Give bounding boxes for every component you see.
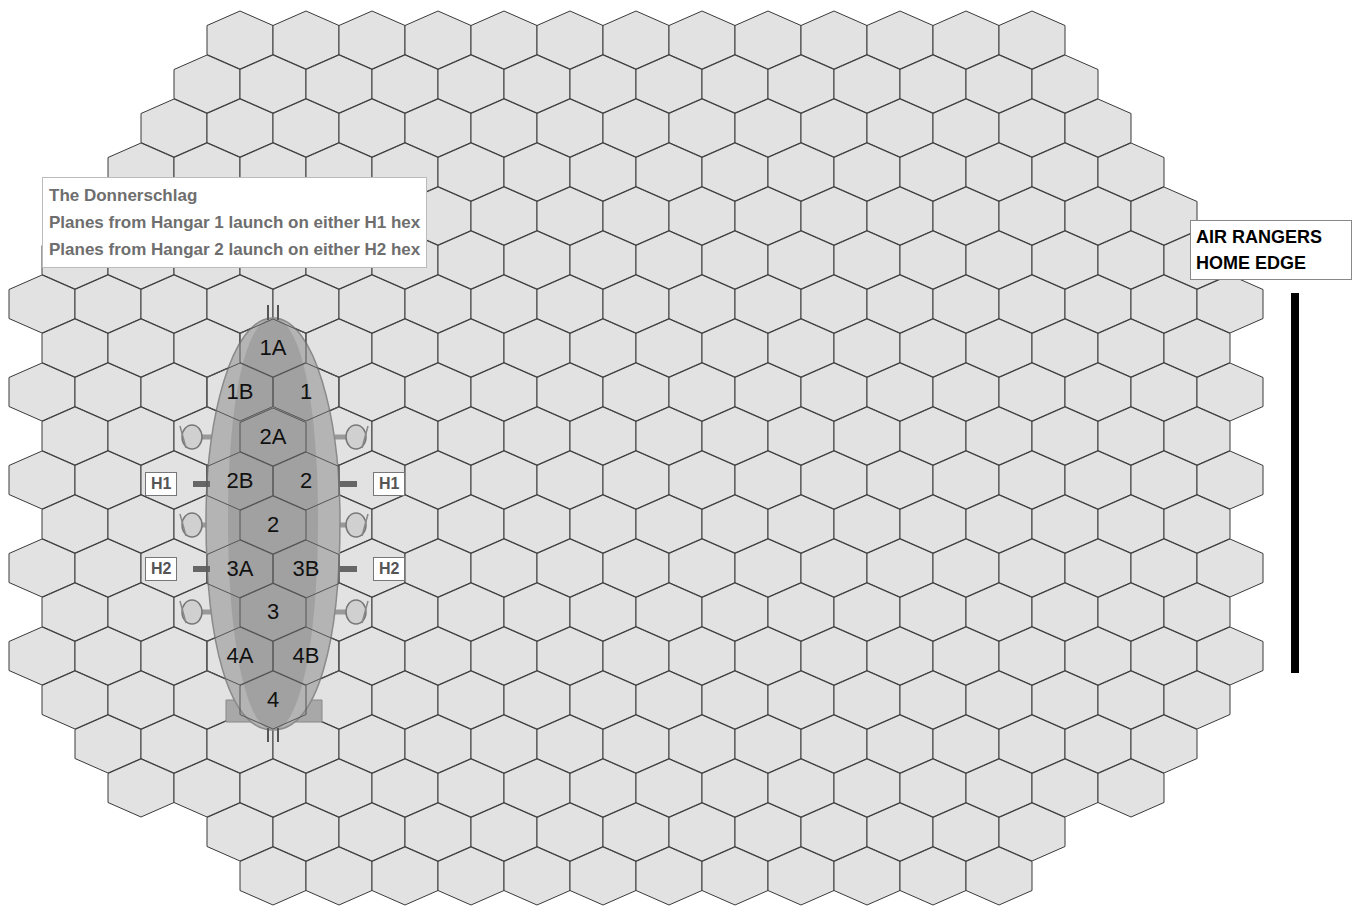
hangar-tag: H2 <box>373 557 405 581</box>
hex-cell <box>108 759 174 817</box>
airship <box>180 305 368 742</box>
hex-label: 4 <box>267 687 279 713</box>
hex-label: 3B <box>293 556 320 582</box>
hex-cell <box>966 847 1032 905</box>
hex-grid <box>9 11 1263 905</box>
node-text: The Donnerschlag <box>49 182 420 209</box>
hex-cell <box>768 847 834 905</box>
hex-label: 2 <box>267 512 279 538</box>
hex-label: 3A <box>227 556 254 582</box>
hex-label: 1A <box>260 335 287 361</box>
hangar-tag: H1 <box>145 472 177 496</box>
hangar-tag: H1 <box>373 472 405 496</box>
hex-cell <box>570 847 636 905</box>
home-edge-line <box>1291 293 1299 673</box>
hex-label: 4A <box>227 643 254 669</box>
hex-cell <box>438 847 504 905</box>
ship-hex <box>240 583 306 641</box>
hex-label: 2B <box>227 468 254 494</box>
hull <box>206 318 340 730</box>
hangar-tag: H2 <box>145 557 177 581</box>
ship-hex <box>273 627 339 685</box>
node-text: H1 <box>379 474 399 494</box>
node-text: AIR RANGERS HOME EDGE <box>1196 224 1346 276</box>
ship-hex <box>240 496 306 554</box>
hex-cell <box>900 847 966 905</box>
ship-hex <box>240 408 306 466</box>
home-edge-label: AIR RANGERS HOME EDGE <box>1190 220 1352 280</box>
hex-cell <box>504 847 570 905</box>
hex-cell <box>1098 759 1164 817</box>
node-text: H2 <box>151 559 171 579</box>
hex-label: 4B <box>293 643 320 669</box>
hex-cell <box>372 847 438 905</box>
hex-cell <box>702 847 768 905</box>
ship-hex <box>207 540 273 598</box>
ship-hex <box>273 452 339 510</box>
hex-label: 1B <box>227 379 254 405</box>
node-text: H1 <box>151 474 171 494</box>
ship-hex <box>240 319 306 377</box>
node-text: Planes from Hangar 2 launch on either H2… <box>49 236 420 263</box>
hex-cell <box>636 847 702 905</box>
info-box: The DonnerschlagPlanes from Hangar 1 lau… <box>42 177 427 268</box>
hex-label: 2 <box>300 468 312 494</box>
ship-hex <box>273 540 339 598</box>
ship-hex <box>207 627 273 685</box>
hex-label: 2A <box>260 424 287 450</box>
hex-label: 3 <box>267 599 279 625</box>
hex-cell <box>834 847 900 905</box>
hex-cell <box>306 847 372 905</box>
hex-cell <box>240 847 306 905</box>
launch-bars <box>193 481 357 572</box>
node-text: H2 <box>379 559 399 579</box>
ship-hex <box>207 452 273 510</box>
hex-label: 1 <box>300 379 312 405</box>
ship-hex-outlines <box>207 319 339 729</box>
node-text: Planes from Hangar 1 launch on either H1… <box>49 209 420 236</box>
ship-hex <box>240 671 306 729</box>
